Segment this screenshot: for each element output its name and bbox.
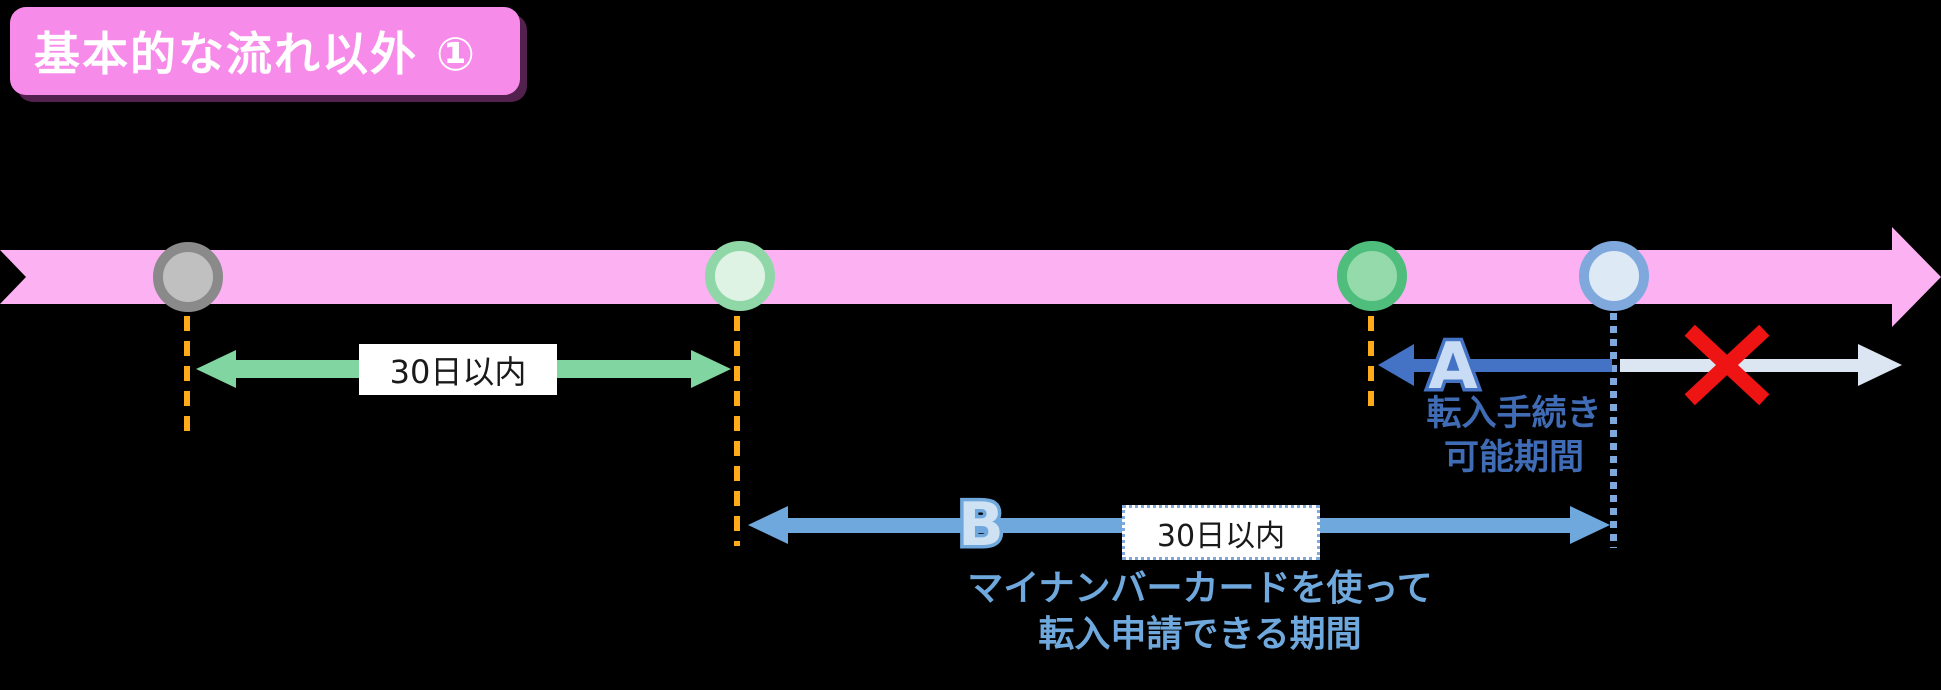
span-b-label: 30日以内 [1156,518,1286,554]
green-span-label: 30日以内 [389,352,527,391]
arrowhead-left-icon [196,350,236,388]
event-marker-green-circle [1337,241,1407,311]
span-b-label-box: 30日以内 [1122,505,1320,560]
event-marker-gray-circle [153,242,223,312]
arrowhead-right-icon [1570,506,1610,544]
span-b-caption: マイナンバーカードを使って 転入申請できる期間 [930,566,1470,658]
guide-dotted-line-blue [1610,313,1617,548]
letter-b: B [958,490,1004,560]
guide-dashed-line-1 [184,316,190,431]
span-b-letter: B [955,487,1008,564]
arrowhead-right-icon [691,350,731,388]
title-box: 基本的な流れ以外 ① [10,7,520,95]
event-marker-light-blue-circle [1579,241,1649,311]
letter-a: A [1428,330,1478,404]
arrow-shaft [1620,359,1860,372]
span-a-caption-line2: 可能期間 [1443,438,1584,478]
span-a-caption-line1: 転入手続き [1426,394,1602,434]
span-b-caption-line1: マイナンバーカードを使って [967,568,1433,609]
guide-dashed-line-3 [1368,316,1374,406]
arrowhead-left-icon [748,506,788,544]
arrowhead-right-icon [1858,344,1902,386]
page-title: 基本的な流れ以外 ① [34,27,477,81]
span-a-caption: 転入手続き 可能期間 [1384,392,1644,480]
invalid-period-arrow [1620,344,1902,386]
span-a-arrow [1378,344,1612,386]
arrow-shaft [1412,359,1612,372]
arrowhead-left-icon [1378,344,1414,386]
event-marker-light-green-circle [705,241,775,311]
green-span-label-box: 30日以内 [359,344,557,395]
guide-dashed-line-2 [734,316,740,546]
span-a-letter: A [1425,327,1482,408]
x-mark-icon [1677,315,1777,415]
span-b-caption-line2: 転入申請できる期間 [1038,614,1362,655]
timeline-arrow [0,227,1941,327]
